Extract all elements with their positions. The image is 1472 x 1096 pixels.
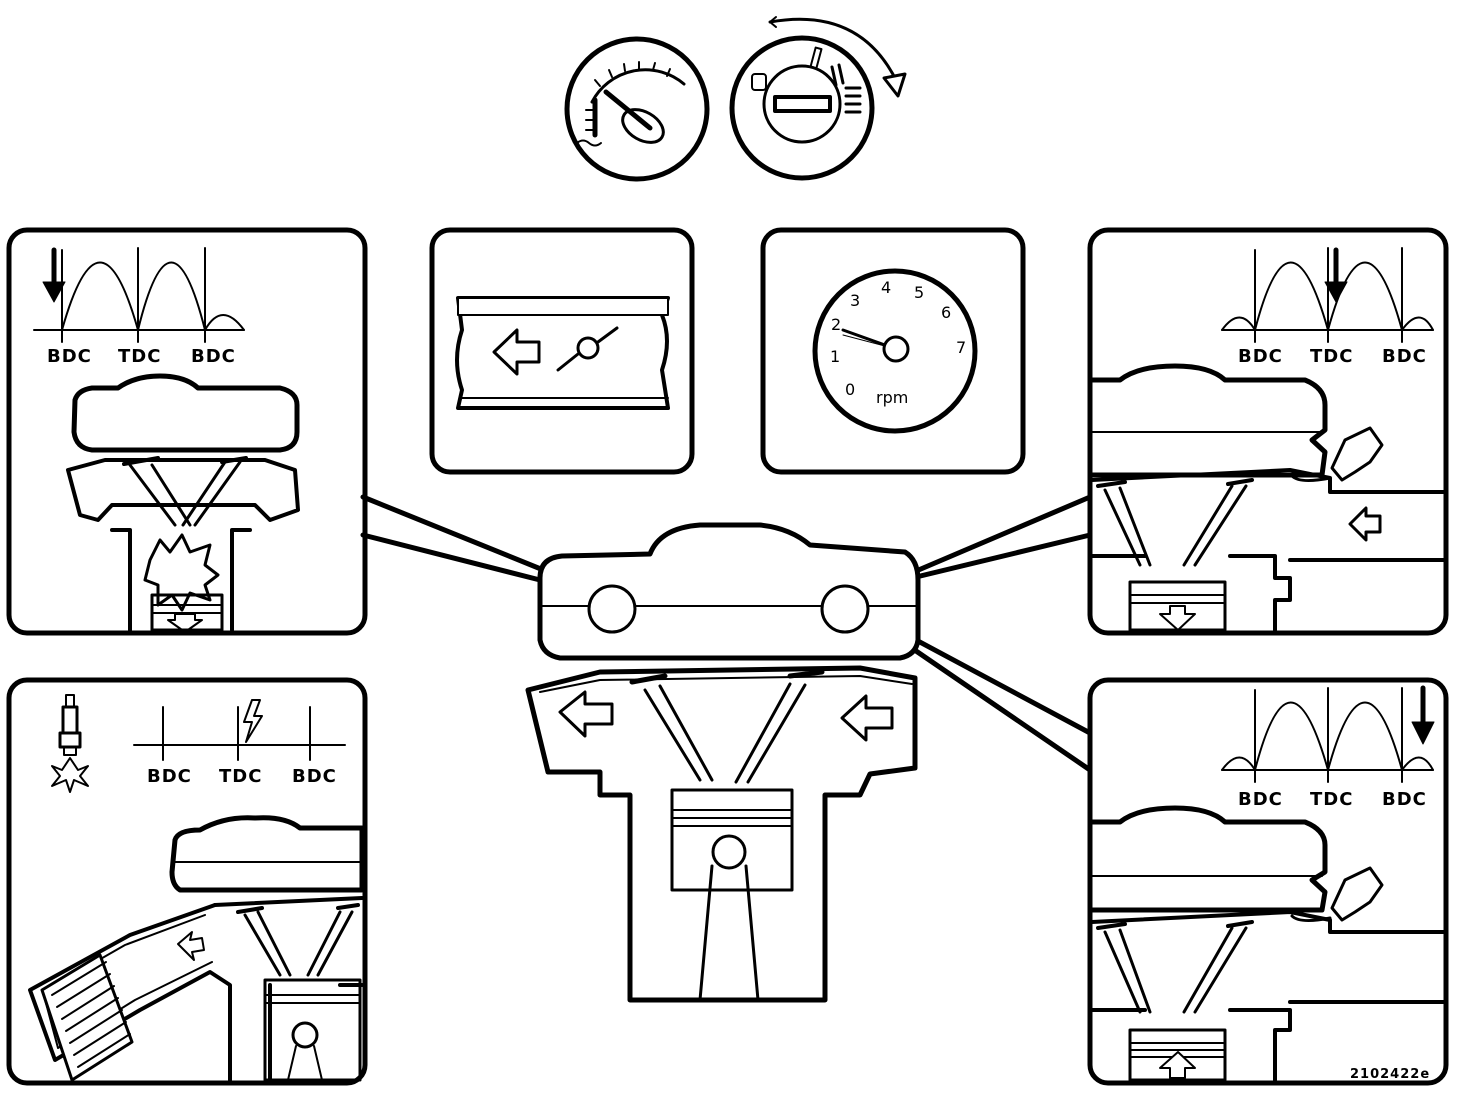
central-engine-section [525,522,921,1003]
timing-label: BDC [47,346,92,367]
timing-label: BDC [1382,346,1427,367]
timing-label: BDC [191,346,236,367]
valve-timing-chart: BDC TDC BDC [1221,685,1435,810]
tach-scale-label: 3 [850,291,860,310]
timing-label: TDC [118,346,161,367]
timing-label: BDC [1238,346,1283,367]
ignition-spark-icon [243,699,263,743]
valve-timing-chart: BDC TDC BDC [1221,247,1434,367]
tach-scale-label: 7 [956,338,966,357]
cylinder-head-section [1089,363,1447,632]
panel-compression-ignition: BDC TDC BDC [6,677,368,1086]
valve-timing-chart: BDC TDC BDC [133,699,346,787]
panel-tachometer: 0 1 2 3 4 5 6 7 rpm [760,227,1026,475]
timing-label: BDC [147,766,192,787]
panel-throttle [429,227,695,475]
figure-reference: 2102422e [1350,1067,1430,1082]
spark-plug-icon [51,694,89,793]
tach-scale-label: 5 [914,283,924,302]
cylinder-head-section [1089,805,1447,1082]
fuel-injector-icon [1290,426,1384,483]
tach-scale-label: 6 [941,303,951,322]
air-filter-icon [40,953,134,1082]
crank-position-arrow [42,247,66,303]
coolant-temperature-gauge-icon [564,36,710,182]
timing-label: TDC [1310,789,1353,810]
timing-label: TDC [1310,346,1353,367]
tach-scale-label: 0 [845,380,855,399]
crank-position-arrow [1324,247,1348,303]
panel-intake-stroke: BDC TDC BDC [1087,227,1449,636]
valve-timing-chart: BDC TDC BDC [33,247,245,367]
timing-label: BDC [1382,789,1427,810]
tach-scale-label: 4 [881,278,891,297]
throttle-valve-icon [455,296,670,410]
cylinder-head-section [66,373,300,633]
tach-unit-label: rpm [876,388,908,407]
tachometer-icon: 0 1 2 3 4 5 6 7 rpm [812,268,978,434]
timing-label: BDC [1238,789,1283,810]
tach-scale-label: 1 [830,347,840,366]
tach-scale-label: 2 [831,315,841,334]
panel-exhaust-stroke: BDC TDC BDC 2102422e [1087,677,1449,1086]
timing-label: BDC [292,766,337,787]
panel-power-stroke: BDC TDC BDC [6,227,368,636]
crank-position-arrow [1411,685,1435,745]
fuel-injector-icon [1290,866,1384,923]
ignition-key-switch-icon [729,16,907,181]
cylinder-head-section [28,815,365,1082]
callout-lines [360,494,1093,773]
timing-label: TDC [219,766,262,787]
